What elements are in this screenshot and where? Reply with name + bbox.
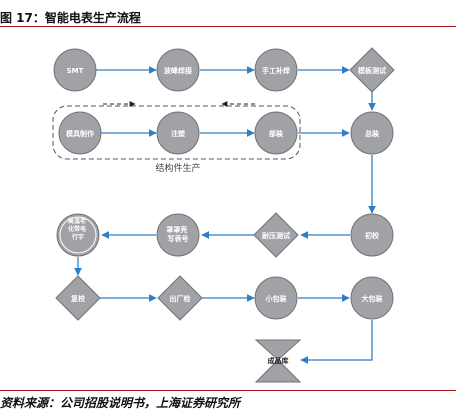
node-first-check: 初校 bbox=[350, 213, 394, 257]
svg-text:模板测试: 模板测试 bbox=[358, 66, 386, 75]
node-manual-solder: 手工补焊 bbox=[254, 48, 298, 92]
node-aging: 高温老 化带电 行字 bbox=[56, 213, 100, 257]
svg-text:耐压测试: 耐压测试 bbox=[262, 231, 290, 240]
node-mold-make: 模具制作 bbox=[58, 111, 102, 155]
node-final-assembly: 总装 bbox=[350, 111, 394, 155]
node-factory-check: 出厂检 bbox=[157, 275, 203, 321]
svg-text:SMT: SMT bbox=[67, 67, 84, 75]
node-big-pack: 大包装 bbox=[350, 276, 394, 320]
node-wave-solder: 波峰焊接 bbox=[156, 48, 200, 92]
node-injection: 注塑 bbox=[156, 111, 200, 155]
title-rule bbox=[0, 26, 456, 27]
svg-text:复校: 复校 bbox=[70, 294, 86, 303]
svg-text:出厂检: 出厂检 bbox=[170, 294, 191, 303]
group-label: 结构件生产 bbox=[155, 162, 200, 174]
svg-text:手工补焊: 手工补焊 bbox=[262, 66, 290, 75]
svg-text:初校: 初校 bbox=[365, 231, 380, 240]
node-parts-assembly: 部装 bbox=[254, 111, 298, 155]
svg-text:部装: 部装 bbox=[269, 129, 283, 138]
source-rule bbox=[0, 390, 456, 391]
svg-text:罩罩壳 写表号: 罩罩壳 写表号 bbox=[166, 225, 189, 243]
svg-text:总装: 总装 bbox=[365, 129, 379, 138]
source-note: 资料来源：公司招股说明书，上海证券研究所 bbox=[0, 396, 241, 410]
svg-text:模具制作: 模具制作 bbox=[66, 129, 94, 138]
svg-text:小包装: 小包装 bbox=[265, 294, 287, 303]
svg-text:成品库: 成品库 bbox=[268, 356, 289, 365]
node-finished-goods: 成品库 bbox=[254, 339, 302, 383]
svg-text:波峰焊接: 波峰焊接 bbox=[164, 66, 192, 75]
node-voltage-test: 耐压测试 bbox=[253, 212, 299, 258]
svg-text:大包装: 大包装 bbox=[362, 294, 383, 303]
node-smt: SMT bbox=[53, 48, 97, 92]
figure-title: 图 17：智能电表生产流程 bbox=[0, 11, 141, 25]
node-board-test: 模板测试 bbox=[349, 47, 395, 93]
node-cover-label: 罩罩壳 写表号 bbox=[156, 213, 200, 257]
node-small-pack: 小包装 bbox=[254, 276, 298, 320]
node-recheck: 复校 bbox=[55, 275, 101, 321]
svg-text:高温老 化带电 行字: 高温老 化带电 行字 bbox=[68, 217, 88, 241]
edge-big-finished bbox=[300, 320, 373, 364]
svg-text:注塑: 注塑 bbox=[171, 129, 185, 138]
